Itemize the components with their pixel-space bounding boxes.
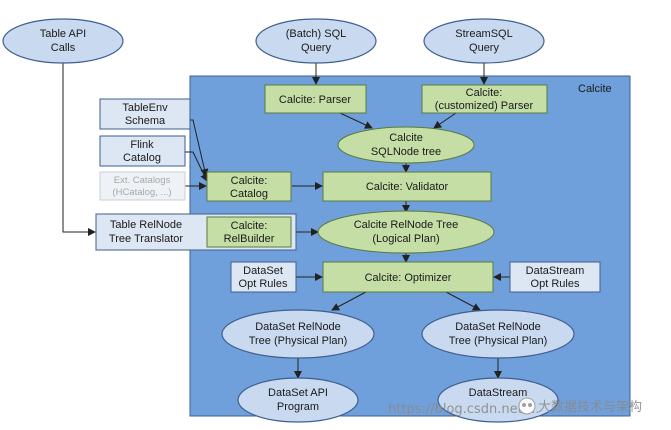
node-label: Calcite: Parser bbox=[279, 94, 351, 106]
node-label: Calcite: bbox=[466, 87, 503, 99]
calcite-region-label: Calcite bbox=[578, 83, 612, 95]
arrow-parser-to-sqlnode bbox=[339, 112, 373, 129]
node-label: DataSet API bbox=[268, 387, 328, 399]
node-calcite-relnode-logical-plan: Calcite RelNode Tree (Logical Plan) bbox=[317, 210, 495, 254]
node-label: RelBuilder bbox=[224, 233, 275, 245]
arrow-flinkcatalog-to-catalog bbox=[185, 151, 208, 182]
wechat-logo-eye-icon bbox=[528, 403, 532, 407]
watermark-brand: 大数据技术与架构 bbox=[538, 400, 642, 415]
node-label: DataStream bbox=[469, 387, 528, 399]
node-label: Calcite: Optimizer bbox=[365, 272, 452, 284]
node-ext-catalogs: Ext. Catalogs (HCatalog, ...) bbox=[99, 171, 186, 201]
node-label: Query bbox=[301, 42, 331, 54]
node-dataset-opt-rules: DataSet Opt Rules bbox=[230, 261, 297, 293]
node-label: Calcite: Validator bbox=[366, 181, 449, 193]
node-label: DataSet RelNode bbox=[455, 321, 541, 333]
node-label: DataSet RelNode bbox=[255, 321, 341, 333]
node-label: Tree (Physical Plan) bbox=[249, 335, 348, 347]
node-label: Calcite RelNode Tree bbox=[354, 219, 459, 231]
watermark: https://blog.csdn.net/... 大数据技术与架构 bbox=[388, 397, 642, 417]
node-label: SQLNode tree bbox=[371, 146, 441, 158]
arrows bbox=[62, 62, 510, 379]
node-streamsql-query: StreamSQL Query bbox=[423, 18, 545, 64]
node-calcite-catalog: Calcite: Catalog bbox=[206, 171, 292, 202]
node-label: (HCatalog, ...) bbox=[112, 187, 171, 198]
arrow-customparser-to-sqlnode bbox=[433, 112, 457, 129]
node-label: Schema bbox=[125, 115, 166, 127]
arrow-tableapi-to-translator bbox=[62, 62, 96, 236]
node-label: Opt Rules bbox=[531, 278, 580, 290]
node-label: Calls bbox=[51, 42, 76, 54]
node-calcite-relbuilder: Calcite: RelBuilder bbox=[206, 216, 292, 248]
node-label: Catalog bbox=[230, 188, 268, 200]
node-label: (customized) Parser bbox=[435, 100, 534, 112]
arrow-tableenv-to-catalog bbox=[190, 119, 209, 177]
node-label: Opt Rules bbox=[239, 278, 288, 290]
node-tableenv-schema: TableEnv Schema bbox=[99, 98, 191, 130]
node-label: Calcite: bbox=[231, 175, 268, 187]
node-calcite-parser: Calcite: Parser bbox=[264, 84, 367, 114]
node-label: (Batch) SQL bbox=[286, 28, 347, 40]
node-label: Tree (Physical Plan) bbox=[449, 335, 548, 347]
node-label: Query bbox=[469, 42, 499, 54]
wechat-logo-eye-icon bbox=[522, 403, 526, 407]
node-label: Program bbox=[277, 401, 319, 413]
node-datastream-opt-rules: DataStream Opt Rules bbox=[509, 261, 601, 293]
node-label: Table API bbox=[40, 28, 86, 40]
node-label: Ext. Catalogs bbox=[114, 175, 171, 186]
node-datastream-physical-plan: DataSet RelNode Tree (Physical Plan) bbox=[421, 309, 575, 359]
node-calcite-optimizer: Calcite: Optimizer bbox=[322, 261, 494, 293]
node-calcite-validator: Calcite: Validator bbox=[322, 171, 492, 202]
node-label: Catalog bbox=[123, 152, 161, 164]
node-label: Table RelNode bbox=[110, 219, 182, 231]
node-label: DataSet bbox=[243, 265, 283, 277]
node-label: (Logical Plan) bbox=[372, 233, 439, 245]
node-batch-sql-query: (Batch) SQL Query bbox=[255, 18, 377, 64]
node-label: TableEnv bbox=[122, 102, 168, 114]
node-label: StreamSQL bbox=[455, 28, 512, 40]
node-label: Calcite: bbox=[231, 220, 268, 232]
arrow-optimizer-to-datastream-physical bbox=[445, 291, 481, 311]
node-label: Flink bbox=[130, 139, 154, 151]
node-calcite-sqlnode-tree: Calcite SQLNode tree bbox=[337, 126, 475, 164]
node-dataset-api-program: DataSet API Program bbox=[237, 377, 359, 423]
node-dataset-physical-plan: DataSet RelNode Tree (Physical Plan) bbox=[221, 309, 375, 359]
node-table-api-calls: Table API Calls bbox=[2, 18, 124, 64]
node-label: Calcite bbox=[389, 132, 423, 144]
node-calcite-custom-parser: Calcite: (customized) Parser bbox=[421, 84, 548, 114]
node-label: Tree Translator bbox=[109, 233, 184, 245]
watermark-url: https://blog.csdn.net/... bbox=[388, 402, 539, 417]
wechat-logo-icon bbox=[518, 397, 536, 415]
node-label: DataStream bbox=[526, 265, 585, 277]
node-flink-catalog: Flink Catalog bbox=[99, 135, 186, 167]
arrow-optimizer-to-dataset-physical bbox=[331, 291, 367, 311]
